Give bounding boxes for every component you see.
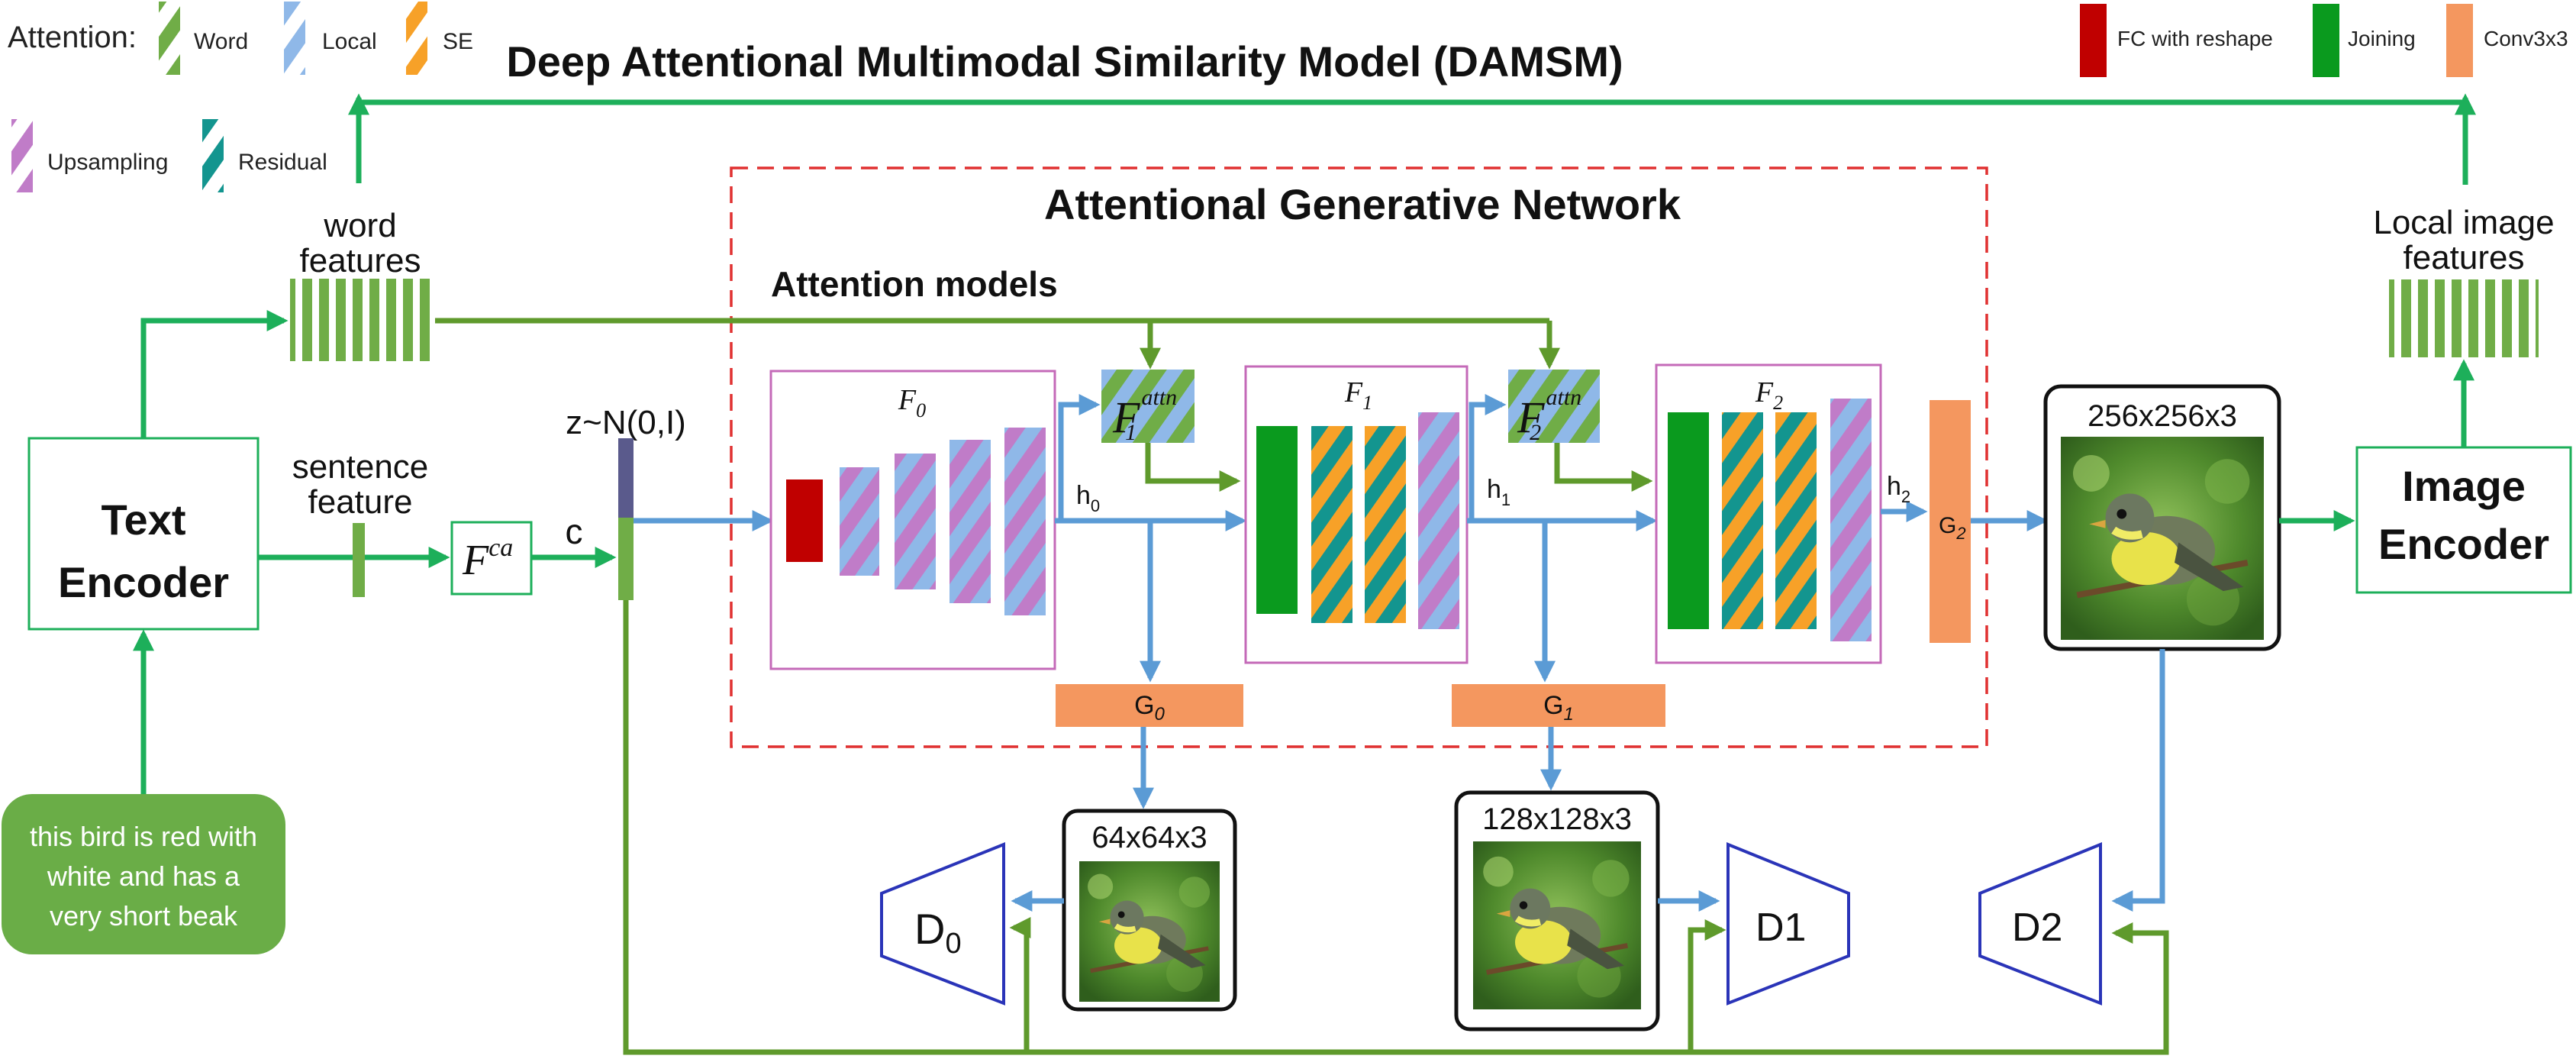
text-encoder-line2: Encoder (58, 558, 229, 606)
attn2-block (1508, 370, 1600, 443)
legend-residual-label: Residual (238, 150, 327, 175)
g1-label: G1 (1543, 691, 1574, 725)
f2-residual-block-2 (1775, 412, 1817, 629)
h0-label: h0 (1076, 481, 1100, 515)
img256-label: 256x256x3 (2088, 399, 2237, 433)
agn-title: Attentional Generative Network (1044, 180, 1681, 228)
d2-label: D2 (2012, 906, 2062, 950)
legend-word-swatch (159, 2, 180, 75)
legend-joining-label: Joining (2348, 27, 2416, 50)
image-encoder-box (2355, 446, 2572, 594)
image-encoder-line1: Image (2402, 462, 2526, 510)
f2-joining-block (1668, 412, 1709, 629)
legend-conv-swatch (2446, 4, 2473, 77)
f0-upsample-block-2 (895, 454, 936, 589)
legend-upsampling-label: Upsampling (47, 150, 168, 175)
g2-block (1930, 400, 1971, 643)
d1-discriminator (1726, 842, 1850, 1006)
g0-block (1056, 684, 1243, 727)
legend-attention-label: Attention: (8, 21, 137, 54)
local-image-features-line1: Local image (2373, 204, 2554, 241)
damsm-title: Deep Attentional Multimodal Similarity M… (506, 37, 1623, 86)
word-features-line2: features (300, 242, 421, 279)
legend-se-label: SE (443, 29, 473, 54)
g1-block (1452, 684, 1665, 727)
img64-bird-image (1079, 861, 1220, 1002)
f0-upsample-block-3 (949, 440, 991, 603)
h2-label: h2 (1887, 472, 1910, 506)
legend-conv-label: Conv3x3 (2484, 27, 2568, 50)
c-vector-bar (618, 518, 634, 600)
f1-upsample-block (1418, 412, 1459, 629)
img256-bird-image (2061, 437, 2264, 640)
f1-label: F1 (1344, 376, 1372, 414)
legend-word-label: Word (194, 29, 248, 54)
legend-joining-swatch (2313, 4, 2339, 77)
h0-to-attn1-arrow (1058, 394, 1101, 521)
caption-box (2, 794, 285, 954)
local-image-features-line2: features (2404, 239, 2525, 276)
text-encoder-line1: Text (102, 496, 186, 544)
encoder-to-word-features-arrow (140, 310, 289, 438)
noise-label: z~N(0,I) (566, 404, 686, 441)
d0-discriminator (880, 842, 1005, 1006)
d1-label: D1 (1755, 906, 1806, 950)
h1-to-attn2-arrow (1469, 394, 1507, 521)
h1-label: h1 (1487, 475, 1510, 509)
attn1-to-f1-arrow (1145, 443, 1241, 492)
legend-upsampling-swatch (11, 119, 33, 192)
condition-to-d1-arrow (1688, 919, 1726, 1052)
noise-vector-bar (618, 438, 634, 518)
layer-legend: FC with reshape Joining Conv3x3 (2080, 4, 2568, 77)
f2-upsample-block (1830, 399, 1872, 641)
img128-bird-image (1473, 841, 1641, 1009)
f1-joining-block (1256, 426, 1298, 614)
word-features-line1: word (323, 207, 396, 244)
sentence-feature-line2: feature (308, 483, 413, 521)
d2-discriminator (1978, 842, 2102, 1006)
word-features-bars (290, 279, 435, 361)
local-image-features-bars (2389, 279, 2539, 357)
condition-loop-line (623, 600, 2169, 1055)
img64-label: 64x64x3 (1091, 821, 1207, 854)
f0-upsample-block-4 (1004, 428, 1046, 615)
g0-label: G0 (1134, 691, 1165, 725)
legend-residual-swatch (202, 119, 224, 192)
caption-line1: this bird is red with (30, 821, 257, 852)
f0-label: F0 (898, 384, 926, 421)
f1-residual-block-2 (1365, 426, 1406, 623)
text-encoder-box (27, 437, 260, 631)
f1-residual-block-1 (1311, 426, 1352, 623)
legend-se-swatch (406, 2, 427, 75)
legend-local-label: Local (322, 29, 377, 54)
img256-to-d2-arrow (2111, 649, 2165, 912)
attn2-to-f2-arrow (1554, 443, 1653, 492)
legend-fc-label: FC with reshape (2117, 27, 2273, 50)
legend-local-swatch (284, 2, 305, 75)
caption-line3: very short beak (50, 900, 238, 931)
f0-upsample-block-1 (840, 467, 879, 576)
attention-legend: Attention: Word Local SE Upsampling Resi… (8, 2, 473, 192)
d0-label: D0 (914, 905, 962, 960)
sentence-feature-bar (353, 523, 365, 597)
condition-to-d0-arrow (1009, 917, 1031, 1052)
attn1-block (1101, 370, 1195, 443)
c-label: c (566, 512, 583, 551)
sentence-feature-line1: sentence (292, 448, 429, 486)
attention-models-label: Attention models (771, 264, 1058, 304)
agn-dashed-frame (730, 166, 1988, 748)
g2-label: G2 (1939, 513, 1966, 543)
damsm-loop-line (356, 99, 2468, 185)
caption-line2: white and has a (47, 860, 240, 892)
fca-label: Fca (462, 534, 513, 584)
legend-fc-swatch (2080, 4, 2107, 77)
img128-label: 128x128x3 (1482, 802, 1632, 836)
f2-label: F2 (1755, 376, 1783, 414)
f2-residual-block-1 (1722, 412, 1763, 629)
image-encoder-line2: Encoder (2378, 520, 2549, 568)
f0-fc-block (786, 479, 823, 562)
